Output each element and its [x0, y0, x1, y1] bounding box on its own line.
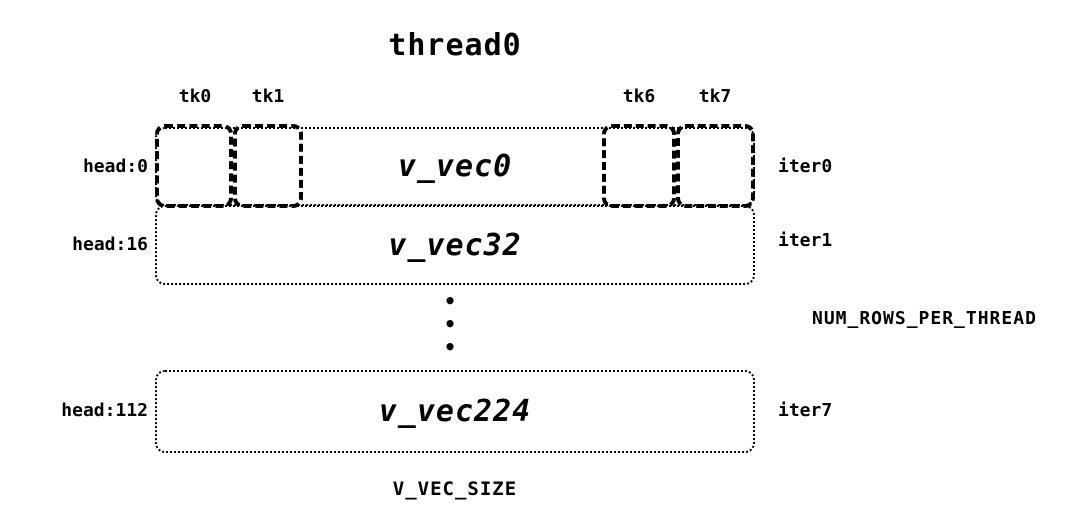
head-0-label: head:0	[82, 156, 148, 177]
tk7-box	[676, 124, 755, 208]
iter0-label: iter0	[778, 156, 833, 177]
ellipsis-dot: •	[443, 289, 457, 313]
ellipsis-dot: •	[443, 335, 457, 359]
tk6-label: tk6	[622, 86, 656, 107]
v-vec32-label: v_vec32	[388, 227, 522, 263]
tk1-label: tk1	[251, 86, 285, 107]
tk1-box	[233, 124, 303, 208]
head-112-label: head:112	[61, 400, 148, 421]
diagram-title: thread0	[388, 28, 522, 63]
tk7-label: tk7	[698, 86, 732, 107]
vector-row-iter1: v_vec32	[155, 205, 755, 285]
v-vec224-label: v_vec224	[378, 394, 532, 429]
head-16-label: head:16	[72, 234, 148, 255]
v-vec-size-label: V_VEC_SIZE	[392, 478, 518, 500]
vertical-ellipsis: • • •	[425, 290, 475, 359]
iter7-label: iter7	[778, 400, 833, 421]
tk0-label: tk0	[178, 86, 212, 107]
tk0-box	[155, 124, 233, 208]
tk6-box	[602, 124, 676, 208]
v-vec0-label: v_vec0	[397, 149, 513, 184]
vector-row-iter7: v_vec224	[155, 370, 755, 453]
ellipsis-dot: •	[443, 312, 457, 336]
num-rows-per-thread-label: NUM_ROWS_PER_THREAD	[812, 308, 1037, 329]
iter1-label: iter1	[778, 230, 833, 251]
